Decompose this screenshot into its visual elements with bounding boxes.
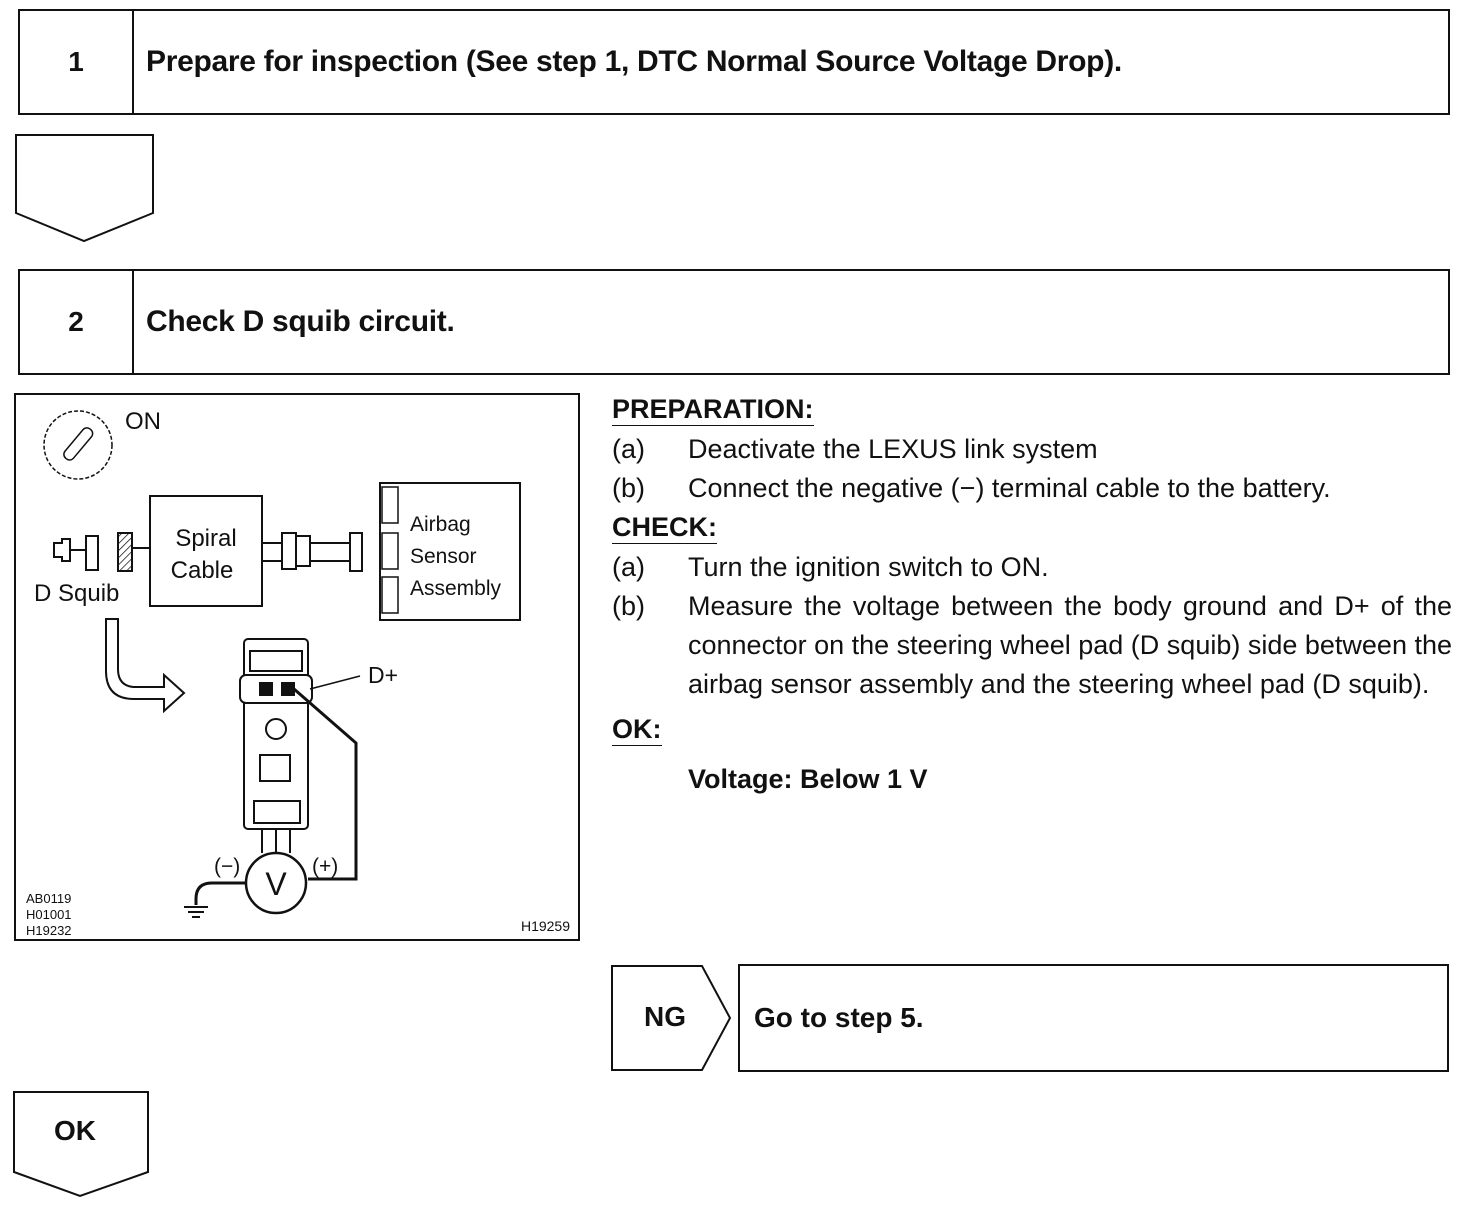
arrow-icon — [105, 618, 186, 714]
intermediate-connector — [262, 532, 363, 572]
step-1-title: Prepare for inspection (See step 1, DTC … — [146, 45, 1122, 78]
step-text: Deactivate the LEXUS link system — [688, 434, 1098, 464]
ignition-key-icon — [43, 410, 113, 480]
step-text: Measure the voltage between the body gro… — [688, 591, 1452, 699]
step-2-title: Check D squib circuit. — [146, 305, 455, 338]
spiral-cable-line1: Spiral — [175, 525, 236, 552]
step-label: (b) — [612, 473, 645, 503]
step-1-number: 1 — [20, 11, 134, 113]
step-text: Turn the ignition switch to ON. — [688, 552, 1049, 582]
d-squib-label: D Squib — [34, 580, 119, 607]
instructions: PREPARATION: (a) Deactivate the LEXUS li… — [612, 390, 1452, 799]
voltmeter-symbol: V — [265, 866, 287, 902]
step-1-header: 1 Prepare for inspection (See step 1, DT… — [18, 9, 1450, 115]
check-step: (b) Measure the voltage between the body… — [612, 587, 1452, 704]
ok-label: OK — [54, 1115, 96, 1146]
step-label: (a) — [612, 434, 645, 464]
preparation-heading: PREPARATION: — [612, 394, 814, 426]
flow-down-arrow — [15, 134, 154, 243]
ground-wire — [194, 881, 246, 905]
ref-code-1: AB0119 — [26, 891, 71, 906]
ok-tag — [13, 1091, 149, 1198]
d-squib-connector — [53, 532, 150, 572]
wiring-diagram: ON D Squib Spiral Cable — [14, 393, 580, 941]
airbag-sensor-assembly — [379, 482, 521, 621]
spiral-cable-line2: Cable — [171, 557, 234, 584]
step-2-header: 2 Check D squib circuit. — [18, 269, 1450, 375]
ref-code-figure: H19259 — [521, 918, 570, 934]
step-label: (a) — [612, 552, 645, 582]
check-heading: CHECK: — [612, 512, 717, 544]
ok-value: Voltage: Below 1 V — [688, 764, 928, 794]
ground-icon — [184, 906, 208, 918]
plus-label: (+) — [312, 855, 338, 878]
airbag-label-line3: Assembly — [410, 577, 502, 600]
ng-label: NG — [644, 1001, 686, 1032]
ref-code-3: H19232 — [26, 923, 72, 938]
step-2-number: 2 — [20, 271, 134, 373]
spiral-cable-box — [149, 495, 263, 607]
ok-heading: OK: — [612, 714, 662, 746]
ng-tag — [611, 965, 732, 1071]
ng-action-text: Go to step 5. — [754, 1002, 924, 1033]
minus-label: (−) — [214, 855, 240, 878]
d-plus-label: D+ — [368, 662, 398, 688]
connector-detail — [239, 638, 313, 853]
step-text: Connect the negative (−) terminal cable … — [688, 473, 1331, 503]
preparation-step: (a) Deactivate the LEXUS link system — [612, 430, 1452, 469]
ng-action-box: Go to step 5. — [738, 964, 1449, 1072]
ignition-on-label: ON — [125, 408, 161, 435]
preparation-step: (b) Connect the negative (−) terminal ca… — [612, 469, 1452, 508]
airbag-label-line2: Sensor — [410, 545, 477, 568]
check-step: (a) Turn the ignition switch to ON. — [612, 548, 1452, 587]
airbag-label-line1: Airbag — [410, 513, 471, 536]
step-label: (b) — [612, 591, 645, 621]
ref-code-2: H01001 — [26, 907, 72, 922]
probe-wire-plus — [293, 687, 358, 881]
